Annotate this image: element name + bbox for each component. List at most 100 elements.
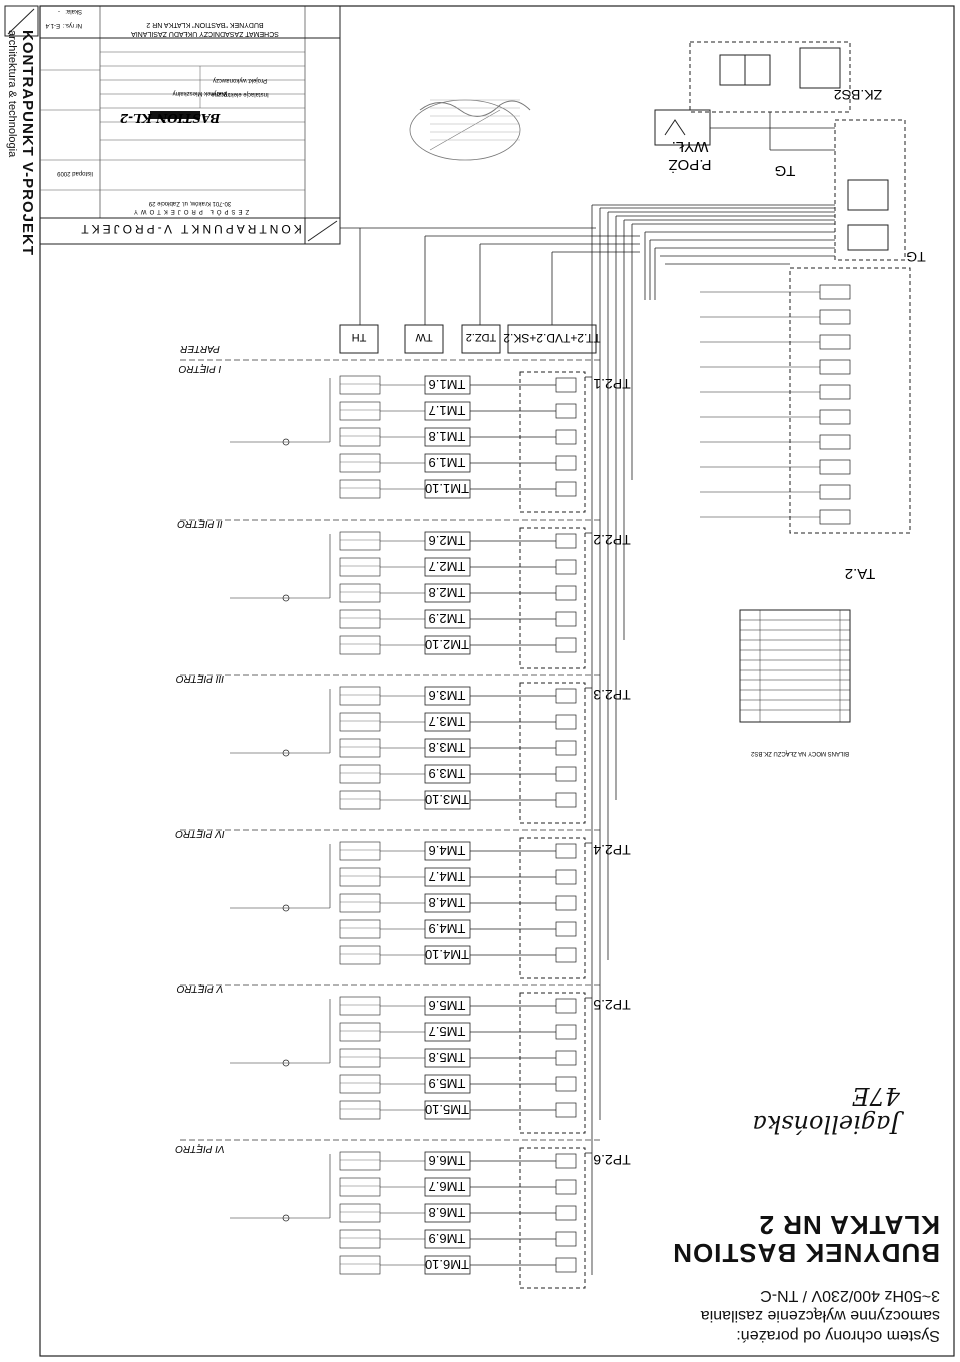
lamp-icon: [282, 749, 290, 757]
apartment-label: TM3.10: [425, 792, 469, 807]
apartment-label: TM4.8: [429, 895, 466, 910]
apartment-label-text: TM5.9: [429, 1076, 466, 1091]
floor-board-label: TP2.6: [593, 1152, 631, 1168]
apartment-label: TM2.6: [429, 533, 466, 548]
system-legend: System ochrony od porażeń: samoczynne wy…: [650, 1155, 940, 1345]
floor-board-label-text: TP2.1: [593, 376, 631, 392]
lamp-icon: [282, 1059, 290, 1067]
floor-board-label: TP2.1: [593, 376, 631, 392]
balance-title: BILANS MOCY NA ZŁĄCZU ZK.BS2: [750, 750, 849, 756]
firm-vertical-tagline: architektura & technologia: [6, 30, 18, 158]
apartment-label-text: TM6.10: [425, 1257, 469, 1272]
lamp-icon: [282, 594, 290, 602]
apartment-label: TM1.9: [429, 455, 466, 470]
apartment-label: TM2.9: [429, 611, 466, 626]
riser-label: TT.2+TVD.2+SK.2: [503, 331, 601, 345]
apartment-label: TM6.6: [429, 1153, 466, 1168]
floor-dividers: [180, 359, 600, 1141]
floor-board-frame: [519, 837, 586, 979]
apartment-label-text: TM4.8: [429, 895, 466, 910]
apartment-label-text: TM1.6: [429, 377, 466, 392]
apartment-label: TM4.10: [425, 947, 469, 962]
office-name: ZESPÓŁ PROJEKTOWY: [131, 208, 249, 215]
tg-label: TG: [775, 162, 796, 179]
ta2-label: TA.2: [845, 565, 876, 582]
switch-label: WYŁ.: [672, 138, 709, 155]
apartment-label-text: TM6.7: [429, 1179, 466, 1194]
apartment-label: TM1.8: [429, 429, 466, 444]
floor-board-label-text: TP2.5: [593, 997, 631, 1013]
floor-board-label-text: TP2.2: [593, 532, 631, 548]
lamp-icon: [282, 904, 290, 912]
power-balance-table: BILANS MOCY NA ZŁĄCZU ZK.BS2: [739, 609, 851, 756]
apartment-label-text: TM2.6: [429, 533, 466, 548]
floor-label: PARTER: [180, 343, 220, 354]
apartment-label-text: TM5.6: [429, 998, 466, 1013]
apartment-label-text: TM1.7: [429, 403, 466, 418]
tdz-label: TDZ.2: [466, 331, 497, 343]
floor-label-text: IV PIĘTRO: [175, 828, 225, 839]
apartment-label-text: TM6.9: [429, 1231, 466, 1246]
apartment-label-text: TM4.7: [429, 869, 466, 884]
apartment-label: TM4.9: [429, 921, 466, 936]
tw-label: TW: [415, 331, 433, 343]
apartment-label: TM5.10: [425, 1102, 469, 1117]
apartment-label-text: TM2.10: [425, 637, 469, 652]
apartment-label: TM6.10: [425, 1257, 469, 1272]
floor-label: I PIĘTRO: [178, 363, 221, 374]
apartment-label-text: TM1.8: [429, 429, 466, 444]
project-stage: Projekt wykonawczy: [213, 77, 267, 83]
apartment-label: TM2.10: [425, 637, 469, 652]
floor-board-label: TP2.2: [593, 532, 631, 548]
firm-vertical-label: KONTRAPUNKT V-PROJEKT architektura & tec…: [2, 30, 42, 260]
floor-label: III PIĘTRO: [176, 673, 225, 684]
apartment-label-text: TM3.6: [429, 688, 466, 703]
floor-board-label: TP2.4: [593, 842, 631, 858]
handwritten-address: Jagiellońska 47E: [700, 1082, 900, 1138]
tg-switchboard: TG TG: [775, 119, 926, 265]
apartment-label-text: TM5.8: [429, 1050, 466, 1065]
tg-label-right: TG: [906, 249, 925, 265]
apartment-label-text: TM1.10: [425, 481, 469, 496]
scale-label: Skala:: [65, 8, 82, 14]
floor-board-label-text: TP2.4: [593, 842, 631, 858]
stamp-signature: [409, 99, 531, 161]
lamp-icon: [282, 1214, 290, 1222]
title-block: BASTION KL-2 KONTRAPUNKT V-PROJEKT SCHEM…: [4, 5, 341, 245]
legend-stair: KLATKA NR 2: [758, 1210, 940, 1240]
apartment-label: TM5.6: [429, 998, 466, 1013]
legend-switch: samoczynne wyłączenie zasilania: [700, 1307, 940, 1324]
object-name: Budynek Mieszkalny: [173, 90, 228, 96]
firm-vertical-name: KONTRAPUNKT V-PROJEKT: [19, 30, 36, 257]
apartment-label: TM6.8: [429, 1205, 466, 1220]
apartment-label: TM5.7: [429, 1024, 466, 1039]
apartment-label-text: TM2.9: [429, 611, 466, 626]
apartment-label-text: TM5.10: [425, 1102, 469, 1117]
apartment-label: TM4.6: [429, 843, 466, 858]
fire-switch-label: P.POŻ: [668, 156, 711, 174]
floor-label-text: V PIĘTRO: [176, 983, 223, 994]
office-address: 30-701 Kraków, ul. Zabłocie 29: [148, 200, 231, 206]
apartment-label-text: TM3.10: [425, 792, 469, 807]
apartment-label-text: TM6.6: [429, 1153, 466, 1168]
sheet-frame: [39, 5, 955, 1357]
floor-board-frame: [519, 682, 586, 824]
apartment-label: TM1.10: [425, 481, 469, 496]
apartment-label-text: TM4.9: [429, 921, 466, 936]
apartment-label-text: TM4.6: [429, 843, 466, 858]
apartment-label: TM5.9: [429, 1076, 466, 1091]
floor-label-text: I PIĘTRO: [178, 363, 221, 374]
floor-label-text: III PIĘTRO: [176, 673, 225, 684]
apartment-label: TM2.8: [429, 585, 466, 600]
apartment-label: TM2.7: [429, 559, 466, 574]
floor-label: II PIĘTRO: [177, 518, 223, 529]
apartment-label: TM4.7: [429, 869, 466, 884]
main-box-label: ZK.BS2: [834, 87, 882, 103]
apartment-label: TM5.8: [429, 1050, 466, 1065]
floor-board-label-text: TP2.3: [593, 687, 631, 703]
project-date: listopad 2009: [56, 170, 92, 176]
floor-label: IV PIĘTRO: [175, 828, 225, 839]
apartment-label: TM6.9: [429, 1231, 466, 1246]
